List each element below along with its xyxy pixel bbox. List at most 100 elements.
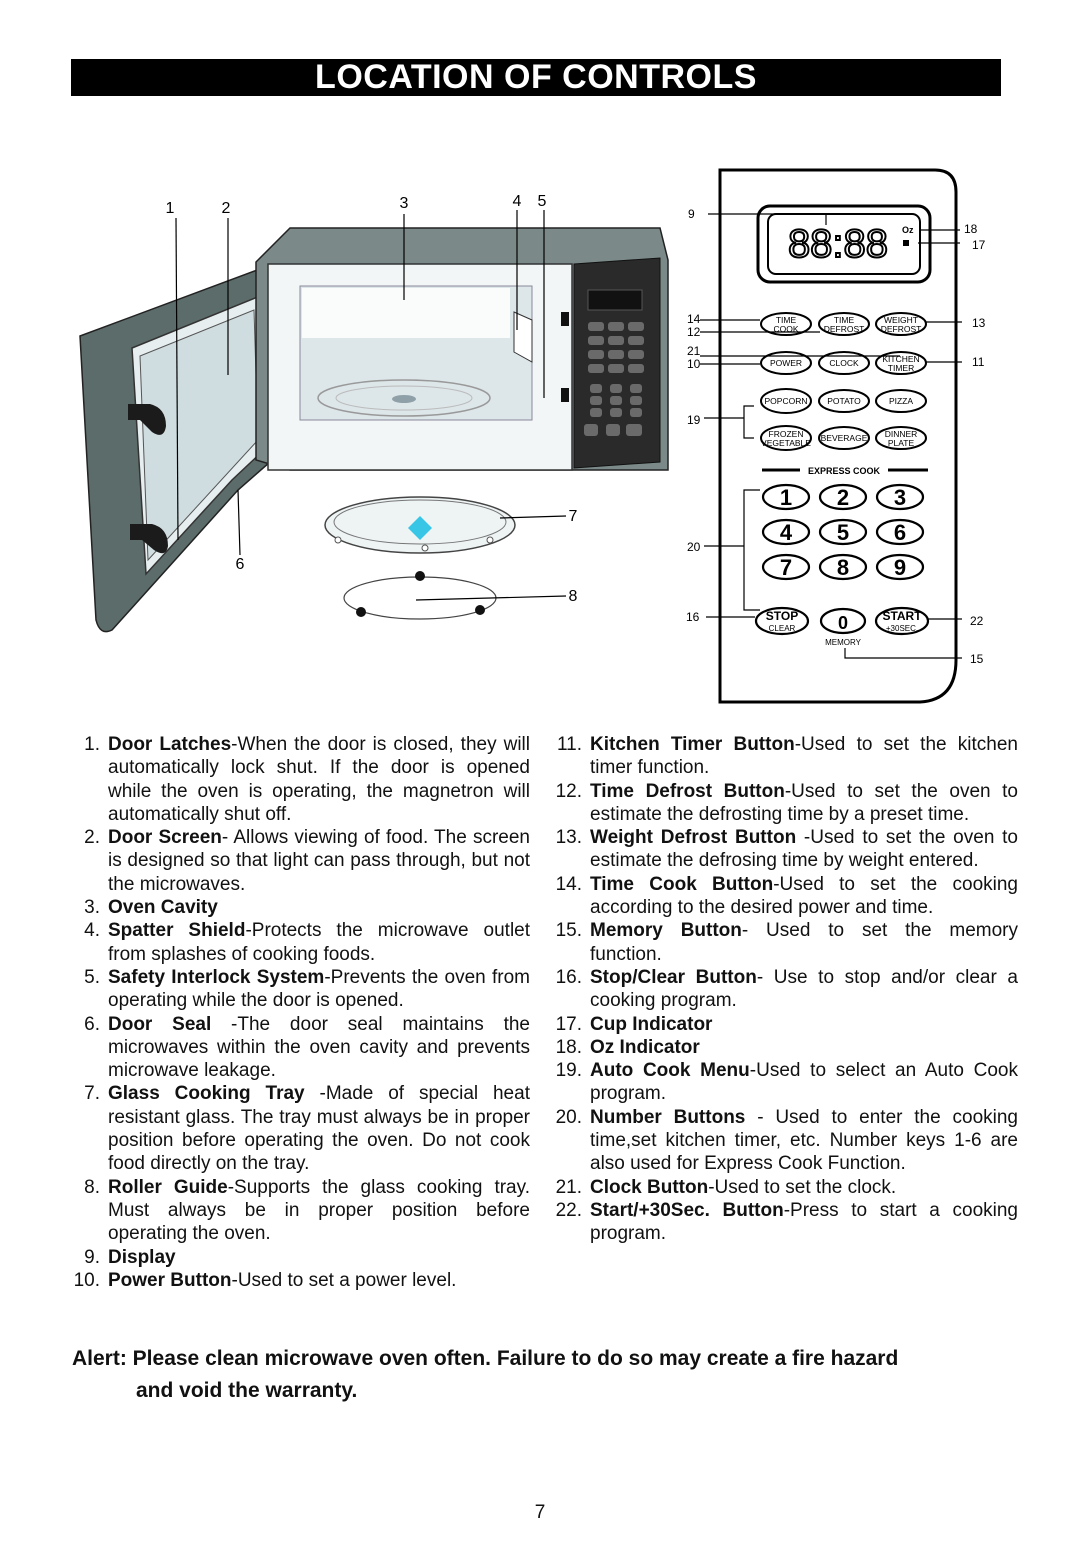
panel-callout-17: 17 xyxy=(972,238,986,252)
panel-callout-9: 9 xyxy=(688,207,695,221)
item-text: Oz Indicator xyxy=(590,1036,1018,1059)
right-item: 16.Stop/Clear Button- Use to stop and/or… xyxy=(540,966,1018,1013)
item-number: 2. xyxy=(84,827,100,849)
item-number: 9. xyxy=(84,1246,100,1268)
callout-5: 5 xyxy=(538,193,547,210)
callout-6: 6 xyxy=(236,556,245,573)
panel-callout-19: 19 xyxy=(687,413,701,427)
item-text: Door Latches-When the door is closed, th… xyxy=(108,733,530,826)
item-number: 15. xyxy=(555,920,582,942)
item-name: Stop/Clear Button xyxy=(590,966,757,988)
item-number: 6. xyxy=(84,1013,100,1035)
item-name: Safety Interlock System xyxy=(108,966,325,988)
item-description: - Use to stop and/or clear a cooking pro… xyxy=(590,966,1018,1012)
item-name: Kitchen Timer Button xyxy=(590,734,795,755)
right-item: 17. Cup Indicator xyxy=(540,1013,1018,1036)
item-description: -Press to start a cooking program. xyxy=(590,1199,1018,1245)
item-description: -Used to select an Auto Cook program. xyxy=(590,1060,1018,1105)
item-text: Number Buttons - Used to enter the cooki… xyxy=(590,1106,1018,1176)
key-9: 9 xyxy=(894,555,906,580)
key-1: 1 xyxy=(780,485,792,510)
item-name: Cup Indicator xyxy=(590,1013,713,1035)
item-description: -Made of special heat resistant glass. T… xyxy=(108,1083,530,1175)
panel-callout-20: 20 xyxy=(687,540,701,554)
item-name: Start/+30Sec. Button xyxy=(590,1199,784,1221)
item-text: Roller Guide-Supports the glass cooking … xyxy=(108,1176,530,1246)
oz-indicator: Oz xyxy=(902,225,914,235)
item-number: 22. xyxy=(555,1199,582,1221)
alert-line-1: Alert: Please clean microwave oven often… xyxy=(72,1347,899,1370)
panel-callout-18: 18 xyxy=(964,222,978,236)
panel-callout-10: 10 xyxy=(687,357,701,371)
item-description: -Used to set a power level. xyxy=(231,1269,457,1291)
right-item: 13.Weight Defrost Button -Used to set th… xyxy=(540,826,1018,873)
item-name: Glass Cooking Tray xyxy=(108,1083,305,1105)
item-description: -When the door is closed, they will auto… xyxy=(108,734,530,825)
item-text: Stop/Clear Button- Use to stop and/or cl… xyxy=(590,966,1018,1013)
key-6: 6 xyxy=(894,520,906,545)
key-7: 7 xyxy=(780,555,792,580)
item-name: Time Cook Button xyxy=(590,873,774,895)
item-number: 7. xyxy=(84,1083,100,1105)
item-description: - Allows viewing of food. The screen is … xyxy=(108,827,530,895)
left-item: 4.Spatter Shield-Protects the microwave … xyxy=(60,919,530,966)
item-description: -Used to set the kitchen timer function. xyxy=(590,734,1018,779)
item-name: Roller Guide xyxy=(108,1176,228,1198)
clear-label: CLEAR xyxy=(769,624,796,633)
item-description: -Protects the microwave outlet from spla… xyxy=(108,920,531,965)
item-text: Spatter Shield-Protects the microwave ou… xyxy=(108,919,530,966)
left-item: 7. Glass Cooking Tray -Made of special he… xyxy=(60,1082,530,1175)
right-item: 22. Start/+30Sec. Button-Press to start a… xyxy=(540,1199,1018,1246)
item-description: -Used to set the clock. xyxy=(708,1176,897,1198)
plus30-label: +30SEC. xyxy=(886,624,918,633)
memory-label: MEMORY xyxy=(825,638,862,647)
right-item: 18. Oz Indicator xyxy=(540,1036,1018,1059)
item-text: Door Screen- Allows viewing of food. The… xyxy=(108,826,530,896)
right-item: 11.Kitchen Timer Button-Used to set the … xyxy=(540,733,1018,780)
callout-8: 8 xyxy=(569,588,578,605)
item-description: -The door seal maintains the microwaves … xyxy=(108,1013,530,1082)
item-text: Cup Indicator xyxy=(590,1013,1018,1036)
alert-message: Alert: Please clean microwave oven often… xyxy=(72,1343,1032,1407)
item-description: -Used to set the oven to estimate the de… xyxy=(590,780,1018,825)
item-description: -Used to set the cooking according to th… xyxy=(590,873,1018,919)
callout-2: 2 xyxy=(222,200,231,217)
item-name: Number Buttons xyxy=(590,1106,746,1128)
item-name: Memory Button xyxy=(590,920,742,942)
panel-button-label: PIZZA xyxy=(889,396,913,406)
left-item: 10.Power Button-Used to set a power leve… xyxy=(60,1269,530,1292)
item-name: Door Seal xyxy=(108,1013,212,1035)
panel-button-label: CLOCK xyxy=(829,358,859,368)
right-item: 15.Memory Button- Used to set the memory… xyxy=(540,919,1018,966)
item-number: 14. xyxy=(555,873,582,895)
item-number: 17. xyxy=(555,1013,582,1035)
item-number: 5. xyxy=(84,966,100,988)
item-name: Power Button xyxy=(108,1269,232,1291)
item-number: 18. xyxy=(555,1036,582,1058)
item-name: Door Screen xyxy=(108,827,222,849)
right-item: 20. Number Buttons - Used to enter the co… xyxy=(540,1106,1018,1176)
item-number: 20. xyxy=(555,1106,582,1128)
left-item: 5.Safety Interlock System-Prevents the o… xyxy=(60,966,530,1013)
item-text: Time Cook Button-Used to set the cooking… xyxy=(590,873,1018,920)
panel-button-label: POWER xyxy=(770,358,802,368)
item-text: Start/+30Sec. Button-Press to start a co… xyxy=(590,1199,1018,1246)
panel-callout-11: 11 xyxy=(972,355,985,369)
panel-button-label: POTATO xyxy=(827,396,861,406)
display-digits: 88:88 xyxy=(788,222,888,266)
page-title: LOCATION OF CONTROLS xyxy=(71,59,1001,96)
panel-button-label: BEVERAGE xyxy=(821,433,868,443)
cup-indicator-icon xyxy=(903,240,909,246)
panel-callout-15: 15 xyxy=(970,652,984,666)
express-cook-label: EXPRESS COOK xyxy=(808,466,881,476)
oven-diagram: 1 2 3 4 5 6 7 8 xyxy=(79,193,669,633)
item-text: Glass Cooking Tray -Made of special heat… xyxy=(108,1082,530,1175)
alert-line-2: and void the warranty. xyxy=(136,1379,358,1402)
item-name: Clock Button xyxy=(590,1176,709,1198)
right-item: 12.Time Defrost Button-Used to set the o… xyxy=(540,780,1018,827)
left-item: 3.Oven Cavity xyxy=(60,896,530,919)
panel-callout-21: 21 xyxy=(687,344,701,358)
